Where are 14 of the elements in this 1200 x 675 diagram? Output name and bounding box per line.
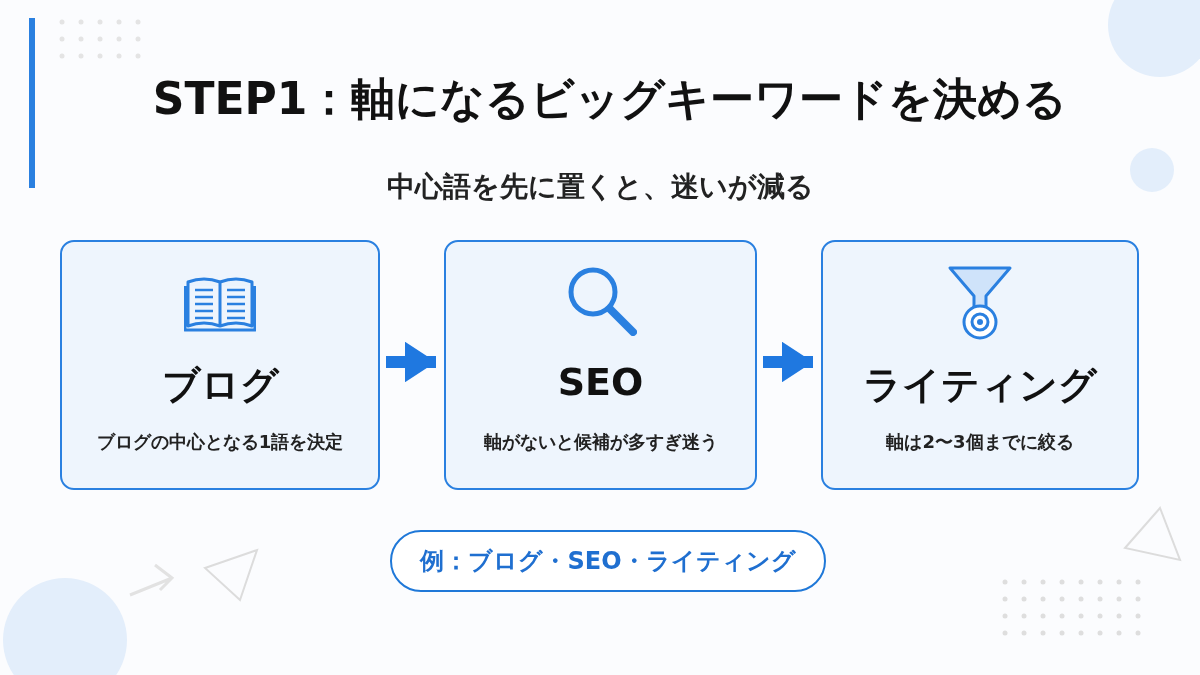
example-text: 例：ブログ・SEO・ライティング [420,546,796,577]
card-heading: SEO [556,360,645,404]
arrow [386,341,436,383]
step-card [444,240,757,490]
step-card [821,240,1139,490]
card-description: 軸は2〜3個までに絞る [885,430,1075,454]
step-card [60,240,380,490]
card-description: 軸がないと候補が多すぎ迷う [482,430,719,454]
subtitle: 中心語を先に置くと、迷いが減る [385,169,815,205]
title: STEP1：軸になるビッグキーワードを決める [151,72,1069,126]
card-heading: ブログ [160,362,281,409]
card-heading: ライティング [862,362,1099,409]
card-description: ブログの中心となる1語を決定 [95,430,345,454]
arrow [763,341,813,383]
